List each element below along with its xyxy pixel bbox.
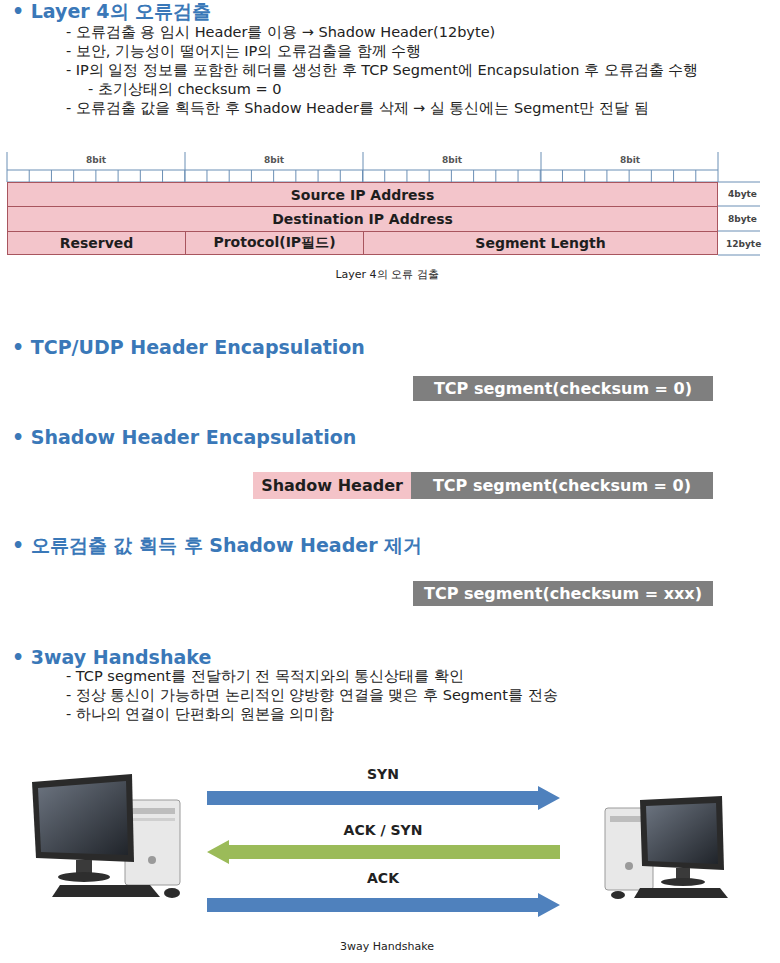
ack-syn-arrow: [207, 840, 560, 864]
section-heading: • TCP/UDP Header Encapsulation: [12, 336, 365, 359]
bit-tick: [451, 170, 452, 182]
arrow-label: ACK / SYN: [344, 822, 423, 839]
header-field: Protocol(IP필드): [185, 231, 364, 255]
bit-tick: [406, 170, 407, 182]
box-text: Source IP Address: [291, 187, 435, 203]
syn-arrow: [207, 786, 560, 810]
header-field: Reserved: [7, 231, 186, 255]
bit-tick: [606, 170, 607, 182]
bit-tick: [518, 170, 519, 182]
computer-left: [32, 774, 180, 898]
bit-tick: [29, 170, 30, 182]
bit-label: 8bit: [86, 155, 106, 166]
box-text: TCP segment(checksum = 0): [433, 476, 691, 495]
bit-ruler: [7, 152, 760, 255]
header-field: Destination IP Address: [7, 206, 718, 232]
bit-tick: [651, 170, 652, 182]
bit-tick: [340, 170, 341, 182]
bit-tick: [540, 170, 541, 182]
bit-tick: [184, 170, 185, 182]
arrow-label: ACK: [367, 870, 399, 887]
box-text: Shadow Header: [261, 476, 403, 495]
bit-tick: [495, 170, 496, 182]
box-text: TCP segment(checksum = 0): [434, 379, 692, 398]
bullet-text: - 초기상태의 checksum = 0: [88, 81, 281, 98]
byte-label: 4byte: [728, 189, 757, 200]
bit-tick: [695, 170, 696, 182]
bit-tick: [73, 170, 74, 182]
bit-tick: [429, 170, 430, 182]
bit-label: 8bit: [442, 155, 462, 166]
box-text: Destination IP Address: [272, 211, 453, 227]
section-heading: • 3way Handshake: [12, 646, 211, 669]
box-text: Segment Length: [475, 235, 605, 251]
bullet-text: - 오류검출 용 임시 Header를 이용 → Shadow Header(1…: [66, 24, 495, 41]
figure-caption: 3way Handshake: [340, 940, 434, 953]
bit-tick: [229, 170, 230, 182]
bullet-text: - 하나의 연결이 단편화의 원본을 의미함: [66, 706, 334, 723]
bit-tick: [295, 170, 296, 182]
box-text: Protocol(IP필드): [213, 234, 335, 252]
bit-tick: [118, 170, 119, 182]
bit-tick: [629, 170, 630, 182]
header-field: Source IP Address: [7, 182, 718, 207]
bit-tick: [362, 170, 363, 182]
bit-tick: [206, 170, 207, 182]
box-text: Reserved: [60, 235, 134, 251]
section-heading: • Layer 4의 오류검출: [12, 0, 211, 23]
bit-label: 8bit: [264, 155, 284, 166]
bullet-text: - 오류검출 값을 획득한 후 Shadow Header를 삭제 → 실 통신…: [66, 100, 649, 117]
segment-box: TCP segment(checksum = xxx): [413, 581, 713, 606]
bit-tick: [584, 170, 585, 182]
bullet-text: - IP의 일정 정보를 포함한 헤더를 생성한 후 TCP Segment에 …: [66, 62, 698, 79]
section-heading: • 오류검출 값 획득 후 Shadow Header 제거: [12, 534, 422, 557]
bit-tick: [140, 170, 141, 182]
bit-tick: [384, 170, 385, 182]
box-text: TCP segment(checksum = xxx): [424, 584, 702, 603]
figure-caption: Layer 4의 오류 검출: [335, 268, 438, 281]
bit-tick: [273, 170, 274, 182]
segment-box: TCP segment(checksum = 0): [411, 472, 713, 499]
segment-box: TCP segment(checksum = 0): [413, 376, 713, 401]
bullet-text: - TCP segment를 전달하기 전 목적지와의 통신상태를 확인: [66, 668, 464, 685]
bullet-text: - 보안, 기능성이 떨어지는 IP의 오류검출을 함께 수행: [66, 43, 421, 60]
byte-label: 8byte: [728, 214, 757, 225]
header-field: Segment Length: [363, 231, 718, 255]
bit-tick: [673, 170, 674, 182]
byte-label: 12byte: [726, 239, 761, 250]
bit-tick: [162, 170, 163, 182]
shadow-header-box: Shadow Header: [253, 472, 411, 499]
bit-tick: [251, 170, 252, 182]
bullet-text: - 정상 통신이 가능하면 논리적인 양방향 연결을 맺은 후 Segment를…: [66, 687, 558, 704]
computer-right: [605, 796, 728, 899]
ack-arrow: [207, 893, 560, 917]
bit-tick: [95, 170, 96, 182]
bit-label: 8bit: [620, 155, 640, 166]
bit-tick: [473, 170, 474, 182]
bit-tick: [318, 170, 319, 182]
arrow-label: SYN: [367, 766, 399, 783]
bit-tick: [51, 170, 52, 182]
section-heading: • Shadow Header Encapsulation: [12, 426, 356, 449]
bit-tick: [562, 170, 563, 182]
